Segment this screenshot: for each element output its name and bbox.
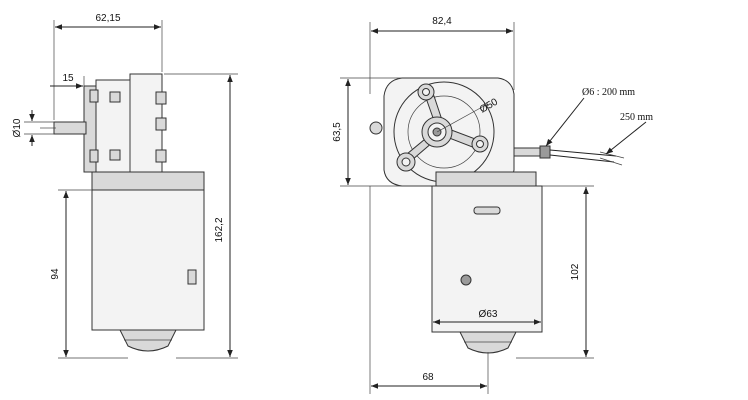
- front-base-offset-label: 68: [422, 372, 434, 383]
- dim-side-width-total: 62,15: [53, 13, 163, 120]
- side-height-total-label: 162,2: [214, 217, 225, 242]
- front-view: 82,4 63,5 Ø50 Ø6 : 200 mm 250 mm: [332, 16, 653, 394]
- side-width-total-label: 62,15: [95, 13, 120, 24]
- note-cable-diameter: Ø6 : 200 mm: [545, 87, 635, 147]
- dim-front-gearbox-height: 63,5: [332, 77, 430, 187]
- dim-side-shaft-length: 15: [50, 73, 85, 89]
- side-gearbox: [83, 73, 205, 191]
- cable-diameter-label: Ø6 : 200 mm: [582, 87, 635, 98]
- dim-side-motor-length: 94: [50, 189, 128, 359]
- side-motor: [91, 189, 205, 352]
- dim-front-motor-diameter: Ø63: [433, 309, 541, 325]
- front-motor-length-label: 102: [570, 263, 581, 280]
- dim-front-width-total: 82,4: [369, 16, 515, 94]
- dim-side-height-total: 162,2: [164, 73, 238, 359]
- dim-side-shaft-diameter: Ø10: [12, 110, 54, 146]
- front-motor: [431, 185, 543, 354]
- front-cable: [513, 145, 625, 166]
- side-shaft-length-label: 15: [62, 73, 74, 84]
- dim-front-base-offset: 68: [369, 186, 489, 394]
- front-motor-diameter-label: Ø63: [479, 309, 498, 320]
- note-cable-length: 250 mm: [605, 112, 653, 155]
- front-gearbox-height-label: 63,5: [332, 122, 343, 142]
- cable-length-label: 250 mm: [620, 112, 653, 123]
- dim-front-motor-length: 102: [516, 185, 594, 359]
- front-width-total-label: 82,4: [432, 16, 452, 27]
- side-shaft-diameter-label: Ø10: [12, 118, 23, 137]
- side-view: 62,15 15 Ø10 94 162,2: [12, 13, 238, 359]
- front-gearbox: [369, 77, 537, 187]
- side-shaft: [40, 121, 87, 135]
- side-motor-length-label: 94: [50, 268, 61, 280]
